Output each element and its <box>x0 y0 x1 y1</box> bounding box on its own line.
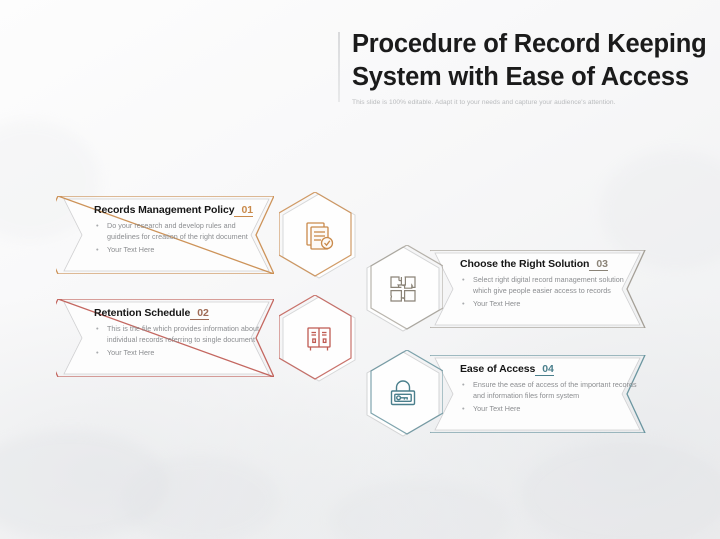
document-check-icon <box>279 192 359 280</box>
page-title: Procedure of Record Keeping System with … <box>338 28 710 93</box>
list-item: Do your research and develop rules and g… <box>94 219 264 242</box>
hexagon-outline <box>366 245 443 332</box>
step-card-2-bullets: This is the file which provides informat… <box>94 322 264 359</box>
background-watermark <box>520 440 720 539</box>
step-icon-hex-4 <box>363 350 443 438</box>
step-card-2-title-text: Retention Schedule <box>94 307 191 319</box>
list-item: Your Text Here <box>94 244 264 256</box>
title-line-2: System with Ease of Access <box>352 62 689 91</box>
step-card-3-title-text: Choose the Right Solution <box>460 258 590 270</box>
step-icon-hex-2 <box>279 295 359 383</box>
step-card-1-bullets: Do your research and develop rules and g… <box>94 219 264 256</box>
list-item: Select right digital record management s… <box>460 273 640 296</box>
step-icon-hex-3 <box>363 245 443 333</box>
page-subtitle: This slide is 100% editable. Adapt it to… <box>352 99 616 107</box>
step-card-3-bullets: Select right digital record management s… <box>460 273 640 310</box>
title-accent-bar <box>338 32 340 102</box>
puzzle-pieces-icon <box>363 245 443 333</box>
step-card-4-number: 04 <box>535 363 554 376</box>
step-card-1-number: 01 <box>234 204 253 217</box>
step-card-1-title-text: Records Management Policy <box>94 204 235 216</box>
step-card-2-number: 02 <box>190 307 209 320</box>
list-item: Your Text Here <box>460 298 640 310</box>
background-watermark <box>330 480 510 539</box>
step-card-3-number: 03 <box>589 258 608 271</box>
title-line-1: Procedure of Record Keeping <box>352 30 707 58</box>
padlock-icon <box>363 350 443 438</box>
list-item: Ensure the ease of access of the importa… <box>460 378 640 401</box>
step-icon-hex-1 <box>279 192 359 280</box>
list-item: Your Text Here <box>460 403 640 415</box>
background-watermark <box>0 430 170 539</box>
filing-cabinet-icon <box>279 295 359 383</box>
step-card-4-title-text: Ease of Access <box>460 363 536 375</box>
slide-header: Procedure of Record Keeping System with … <box>338 28 710 107</box>
background-watermark <box>120 455 280 539</box>
list-item: This is the file which provides informat… <box>94 322 264 345</box>
list-item: Your Text Here <box>94 347 264 359</box>
step-card-4-bullets: Ensure the ease of access of the importa… <box>460 378 640 415</box>
